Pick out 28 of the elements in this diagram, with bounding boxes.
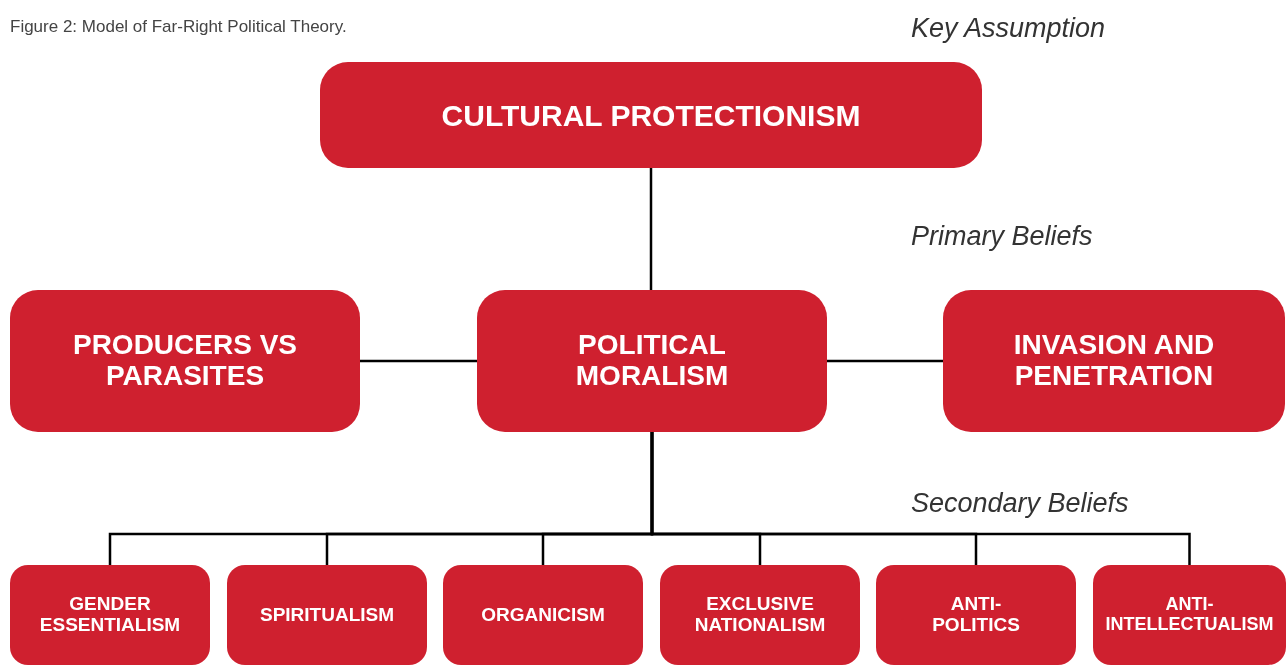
level-label: Primary Beliefs [911,220,1093,253]
belief-box [10,565,210,665]
belief-box [660,565,860,665]
box-label: CULTURAL PROTECTIONISM [441,98,861,132]
connector-line [360,359,477,363]
box-label: ORGANICISM [481,604,605,626]
box-label: GENDER ESSENTIALISM [38,594,182,636]
box-label: SPIRITUALISM [259,604,395,626]
connector-line [649,168,653,290]
box-label: POLITICAL MORALISM [574,330,730,392]
belief-box [943,290,1285,432]
belief-box [10,290,360,432]
belief-box [477,290,827,432]
figure-caption: Figure 2: Model of Far-Right Political Theory. [10,16,347,38]
connector-line [827,359,943,363]
level-label: Key Assumption [911,12,1106,45]
box-label: ANTI-POLITICS [931,594,1021,636]
level-label: Secondary Beliefs [911,487,1129,520]
belief-box [320,62,982,168]
box-label: INVASION AND PENETRATION [1012,330,1216,392]
belief-box [876,565,1076,665]
belief-box [443,565,643,665]
belief-box [1093,565,1286,665]
box-label: ANTI-INTELLECTUALISM [1104,595,1275,635]
connector-line [650,432,1191,565]
box-label: PRODUCERS VS PARASITES [71,330,298,392]
box-label: EXCLUSIVE NATIONALISM [693,594,827,636]
belief-box [227,565,427,665]
